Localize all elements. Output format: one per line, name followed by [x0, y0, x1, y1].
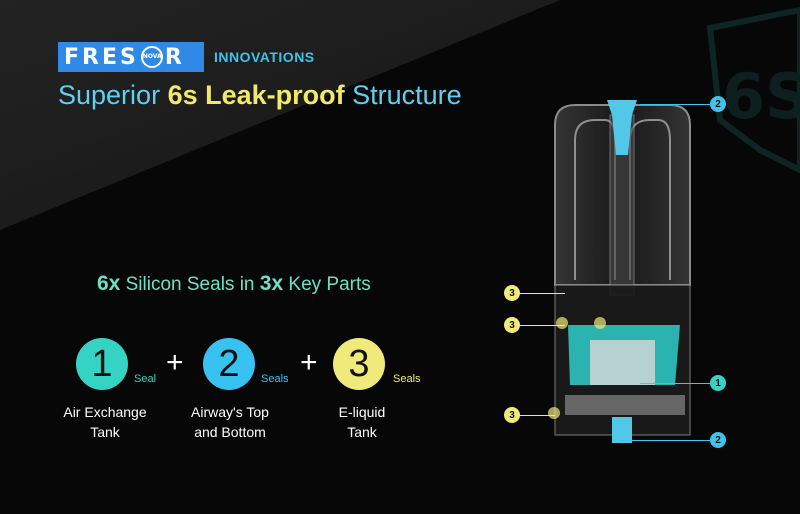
sub-count-seals: 6x: [97, 272, 121, 295]
callout-line: [640, 104, 710, 105]
caption-line: E-liquid: [338, 404, 386, 420]
caption-line: Air Exchange: [63, 404, 147, 420]
callout-badge-3-c: 3: [504, 407, 520, 423]
plus-sign-1: +: [166, 346, 184, 379]
seal-suffix-1: Seal: [134, 373, 157, 385]
caption-line: Tank: [347, 424, 377, 440]
callout-line: [520, 293, 565, 294]
seal-suffix-2: Seals: [261, 373, 289, 385]
subheading: 6x Silicon Seals in 3x Key Parts: [97, 272, 371, 296]
sub-text-1: Silicon Seals in: [120, 274, 260, 295]
caption-line: Tank: [90, 424, 120, 440]
headline-highlight: 6s Leak-proof: [167, 80, 345, 110]
headline-pre: Superior: [58, 80, 168, 110]
callout-line: [640, 383, 710, 384]
seal-caption-3: E-liquid Tank: [297, 402, 427, 442]
callout-badge-3-b: 3: [504, 317, 520, 333]
callout-badge-2-top: 2: [710, 96, 726, 112]
callout-badge-1: 1: [710, 375, 726, 391]
plus-sign-2: +: [300, 346, 318, 379]
seal-number-1: 1: [76, 338, 128, 390]
seal-caption-2: Airway's Top and Bottom: [165, 402, 295, 442]
brand-tagline: INNOVATIONS: [214, 49, 315, 65]
caption-line: and Bottom: [194, 424, 266, 440]
seal-number-2: 2: [203, 338, 255, 390]
sub-text-2: Key Parts: [283, 274, 371, 295]
pod-illustration: [548, 100, 691, 443]
headline: Superior 6s Leak-proof Structure: [58, 80, 462, 111]
sub-count-parts: 3x: [259, 272, 284, 295]
bottom-airway-seal-icon: [612, 417, 632, 443]
logo-badge: NOVA: [140, 46, 163, 68]
seal-suffix-3: Seals: [393, 373, 421, 385]
headline-post: Structure: [344, 80, 462, 110]
callout-badge-3-a: 3: [504, 285, 520, 301]
seal-number-3: 3: [333, 338, 385, 390]
top-airway-seal-icon: [607, 100, 637, 155]
caption-line: Airway's Top: [191, 404, 269, 420]
brand-logo: FRES NOVA R: [58, 42, 204, 72]
seal-caption-1: Air Exchange Tank: [40, 402, 170, 442]
callout-badge-2-bottom: 2: [710, 432, 726, 448]
callout-line: [520, 325, 565, 326]
logo-text-main: FRES: [64, 44, 139, 70]
watermark-text: 6S: [722, 60, 800, 133]
logo-text-end: R: [164, 44, 185, 70]
callout-line: [620, 440, 710, 441]
callout-line: [520, 415, 555, 416]
